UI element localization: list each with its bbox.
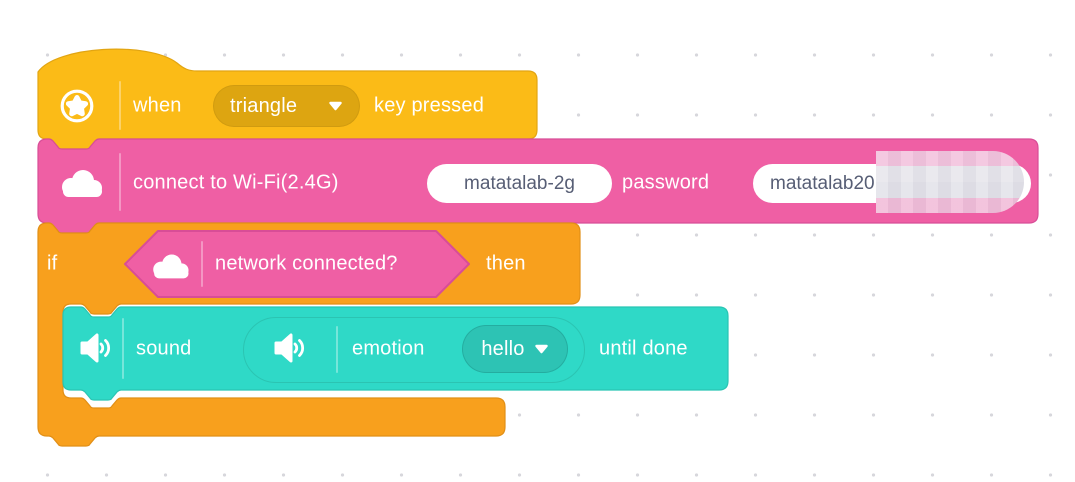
block-divider [201, 241, 203, 287]
cloud-icon [62, 170, 102, 197]
network-connected-condition-shape[interactable] [124, 230, 470, 298]
sound-label: sound [136, 337, 192, 360]
emotion-dropdown-value: hello [481, 337, 525, 360]
network-connected-label: network connected? [215, 252, 398, 275]
block-divider [336, 326, 338, 373]
key-dropdown[interactable]: triangle [213, 85, 360, 127]
block-divider [119, 81, 121, 130]
star-icon [60, 89, 94, 123]
then-label: then [486, 252, 526, 275]
block-divider [122, 318, 124, 379]
dropdown-caret-icon [329, 101, 342, 111]
dropdown-caret-icon [534, 344, 548, 354]
wifi-ssid-value: matatalab-2g [464, 172, 575, 194]
if-label: if [47, 252, 58, 275]
password-redaction-mosaic [876, 151, 1024, 213]
key-pressed-label: key pressed [374, 94, 485, 117]
speaker-icon [274, 333, 304, 363]
password-label: password [622, 171, 710, 194]
wifi-password-value: matatalab20 [770, 172, 875, 194]
until-done-label: until done [599, 337, 688, 360]
wifi-connect-label: connect to Wi-Fi(2.4G) [133, 171, 339, 194]
cloud-icon [153, 254, 189, 279]
emotion-dropdown[interactable]: hello [462, 325, 568, 373]
when-label: when [133, 94, 182, 117]
speaker-icon [80, 333, 110, 363]
emotion-label: emotion [352, 337, 425, 360]
block-divider [119, 153, 121, 211]
key-dropdown-value: triangle [230, 94, 298, 117]
wifi-ssid-input[interactable]: matatalab-2g [427, 164, 612, 203]
emotion-sub-block[interactable] [243, 317, 585, 383]
